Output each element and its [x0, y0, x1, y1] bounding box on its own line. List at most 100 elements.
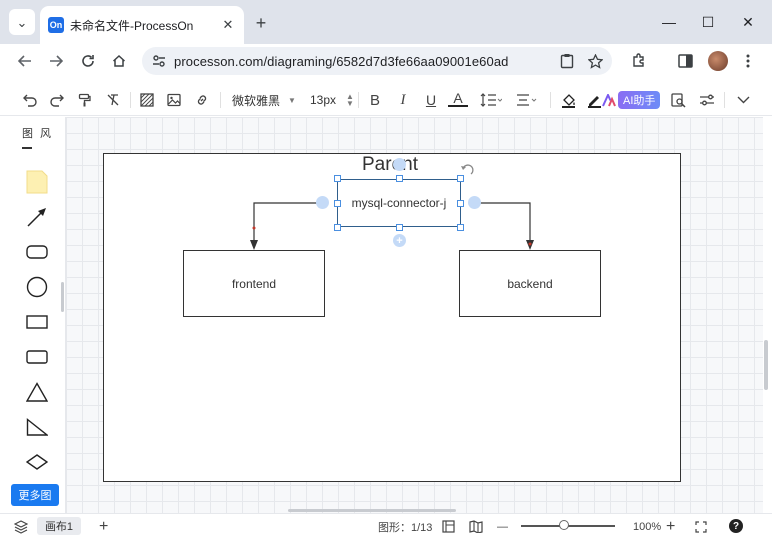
texture-fill-icon[interactable] — [137, 90, 157, 110]
reload-icon[interactable] — [76, 49, 100, 73]
shape-triangle[interactable] — [22, 377, 52, 407]
font-size-value: 13px — [310, 93, 337, 107]
format-painter-icon[interactable] — [75, 90, 95, 110]
toolbar-divider — [358, 92, 359, 108]
settings-sliders-icon[interactable] — [697, 90, 717, 110]
new-tab-button[interactable]: + — [255, 12, 267, 33]
shape-diamond[interactable] — [22, 447, 52, 477]
browser-tab[interactable]: On 未命名文件-ProcessOn ✕ — [40, 6, 244, 44]
node-frontend[interactable]: frontend — [183, 250, 325, 317]
fullscreen-icon[interactable] — [695, 518, 707, 535]
chevron-down-icon: ▼ — [288, 95, 296, 105]
more-shapes-button[interactable]: 更多图 — [11, 484, 59, 506]
shape-circle[interactable] — [22, 272, 52, 302]
zoom-slider-knob[interactable] — [559, 520, 570, 530]
font-family-select[interactable]: 微软雅黑 ▼ — [232, 90, 296, 110]
home-icon[interactable] — [107, 49, 131, 73]
line-color-icon[interactable] — [584, 90, 604, 110]
link-icon[interactable] — [192, 90, 212, 110]
resize-handle-s[interactable] — [396, 224, 403, 231]
side-panel-icon[interactable] — [676, 52, 694, 70]
panel-section-marker — [22, 147, 32, 149]
redo-icon[interactable] — [47, 90, 67, 110]
diagram-canvas[interactable]: Parent mysql-connector-j frontend backen… — [66, 117, 763, 513]
node-backend[interactable]: backend — [459, 250, 601, 317]
edge-to-frontend[interactable] — [253, 202, 323, 247]
image-icon[interactable] — [164, 90, 184, 110]
undo-icon[interactable] — [20, 90, 40, 110]
minimize-button[interactable]: — — [662, 14, 676, 30]
connector-layer — [250, 164, 534, 250]
underline-button[interactable]: U — [425, 92, 437, 108]
resize-handle-sw[interactable] — [334, 224, 341, 231]
shape-right-triangle[interactable] — [22, 412, 52, 442]
connection-point-right[interactable] — [468, 196, 481, 209]
connection-point-top[interactable] — [393, 158, 406, 171]
browser-nav-bar: processon.com/diagraming/6582d7d3fe66aa0… — [0, 44, 772, 78]
layers-icon[interactable] — [14, 518, 28, 535]
resize-handle-n[interactable] — [396, 175, 403, 182]
processon-favicon-icon: On — [48, 17, 64, 33]
bold-button[interactable]: B — [369, 91, 380, 109]
help-button[interactable]: ? — [729, 519, 743, 533]
forward-arrow-icon[interactable] — [44, 49, 68, 73]
line-height-icon[interactable] — [478, 90, 504, 110]
shape-count: 图形：1/13 — [378, 521, 433, 534]
map-view-icon[interactable] — [469, 518, 483, 535]
node-label: mysql-connector-j — [351, 196, 447, 210]
font-color-button[interactable]: A — [448, 90, 468, 107]
tab-search-button[interactable]: ⌄ — [9, 9, 35, 35]
connection-point-left[interactable] — [316, 196, 329, 209]
tab-close-icon[interactable]: ✕ — [222, 17, 234, 32]
canvas-vertical-scrollbar[interactable] — [764, 340, 768, 390]
shape-note[interactable] — [22, 167, 52, 197]
profile-avatar[interactable] — [708, 51, 728, 71]
clear-format-icon[interactable] — [103, 90, 123, 110]
toolbar-divider — [724, 92, 725, 108]
bookmark-star-icon[interactable] — [586, 52, 604, 70]
zoom-in-button[interactable]: + — [666, 517, 676, 535]
node-label: backend — [507, 276, 553, 291]
maximize-button[interactable]: ☐ — [701, 13, 715, 30]
extensions-icon[interactable] — [630, 52, 648, 70]
italic-button[interactable]: I — [400, 91, 406, 108]
add-page-button[interactable]: + — [99, 517, 109, 535]
page-tab[interactable]: 画布1 — [37, 517, 81, 535]
panel-title: 图 风 — [22, 128, 54, 140]
resize-handle-ne[interactable] — [457, 175, 464, 182]
site-settings-icon[interactable] — [151, 53, 167, 69]
edge-to-backend[interactable] — [474, 202, 531, 247]
font-size-select[interactable]: 13px ▲▼ — [310, 90, 354, 110]
close-window-button[interactable]: ✕ — [742, 13, 754, 30]
ai-assistant-button[interactable]: AI助手 — [618, 91, 661, 109]
shape-arrow-line[interactable] — [22, 202, 52, 232]
zoom-level: 100% — [633, 520, 662, 533]
address-bar[interactable]: processon.com/diagraming/6582d7d3fe66aa0… — [142, 47, 612, 75]
canvas-horizontal-scrollbar[interactable] — [288, 509, 456, 512]
outline-view-icon[interactable] — [442, 518, 455, 535]
resize-handle-e[interactable] — [457, 200, 464, 207]
browser-menu-icon[interactable] — [739, 52, 757, 70]
ai-logo-icon — [601, 90, 617, 110]
browser-tab-bar: ⌄ On 未命名文件-ProcessOn ✕ + — ☐ ✕ — [0, 0, 772, 44]
resize-handle-se[interactable] — [457, 224, 464, 231]
back-arrow-icon[interactable] — [13, 49, 37, 73]
shape-library-panel: 图 风 更多图 — [0, 117, 66, 513]
node-mysql-connector[interactable]: mysql-connector-j — [337, 179, 461, 227]
clipboard-icon[interactable] — [558, 52, 576, 70]
text-align-icon[interactable] — [514, 90, 540, 110]
url-text: processon.com/diagraming/6582d7d3fe66aa0… — [174, 53, 509, 69]
shape-soft-rectangle[interactable] — [22, 342, 52, 372]
zoom-out-button[interactable]: — — [497, 520, 508, 533]
shape-rounded-rectangle[interactable] — [22, 237, 52, 267]
fill-color-icon[interactable] — [558, 90, 578, 110]
shape-rectangle[interactable] — [22, 307, 52, 337]
collapse-toolbar-icon[interactable] — [733, 90, 753, 110]
rotate-handle-icon[interactable] — [462, 164, 474, 175]
connection-point-bottom[interactable]: + — [393, 234, 406, 247]
find-replace-icon[interactable] — [668, 90, 688, 110]
resize-handle-nw[interactable] — [334, 175, 341, 182]
panel-scrollbar[interactable] — [61, 282, 64, 312]
rotate-handle-arrowhead — [461, 166, 466, 170]
resize-handle-w[interactable] — [334, 200, 341, 207]
